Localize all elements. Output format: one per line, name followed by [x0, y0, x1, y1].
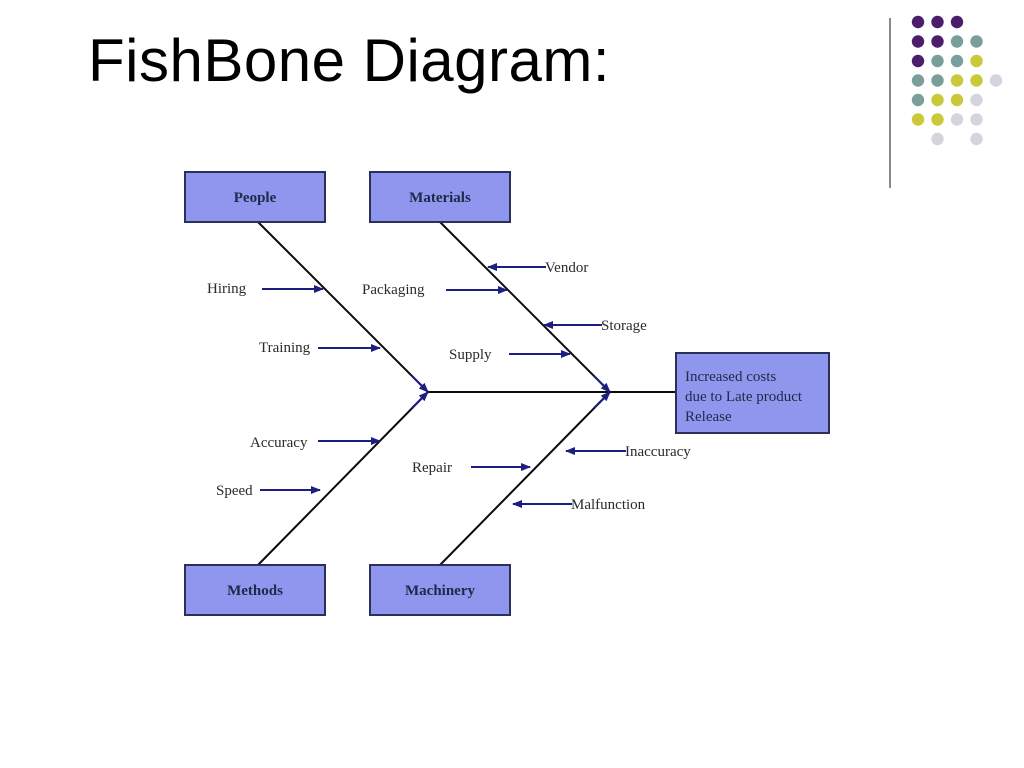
cause-label-speed: Speed: [216, 483, 253, 499]
decorative-dot: [970, 74, 983, 87]
decorative-dot: [970, 132, 983, 146]
category-label-people: People: [234, 190, 277, 206]
decorative-dot: [911, 54, 925, 68]
decorative-dot: [950, 15, 964, 29]
cause-label-inaccuracy: Inaccuracy: [625, 444, 691, 460]
decorative-dot: [911, 35, 925, 48]
decorative-dot: [911, 74, 925, 87]
cause-vendor: Vendor: [487, 260, 588, 276]
category-box-materials: Materials: [369, 171, 511, 223]
bone-methods: [257, 391, 429, 566]
title-divider: [889, 18, 891, 188]
cause-label-packaging: Packaging: [362, 282, 425, 298]
cause-label-hiring: Hiring: [207, 281, 247, 297]
slide-title: FishBone Diagram:: [88, 27, 611, 94]
cause-training: Training: [259, 340, 381, 356]
bone-people-arrow: [411, 375, 429, 393]
cause-storage: Storage: [543, 318, 647, 334]
decorative-dot: [931, 113, 944, 126]
category-box-methods: Methods: [184, 564, 326, 616]
cause-inaccuracy: Inaccuracy: [565, 444, 691, 460]
bone-materials-arrow: [593, 375, 611, 393]
cause-label-vendor: Vendor: [545, 260, 588, 276]
cause-label-malfunction: Malfunction: [571, 497, 646, 513]
effect-label-line-2: due to Late product: [685, 389, 803, 405]
cause-supply: Supply: [449, 347, 571, 363]
decorative-dot: [950, 93, 964, 107]
category-label-machinery: Machinery: [405, 583, 475, 599]
decorative-dot: [911, 93, 925, 107]
cause-hiring: Hiring: [207, 281, 324, 297]
cause-accuracy: Accuracy: [250, 435, 381, 451]
cause-label-storage: Storage: [601, 318, 647, 334]
cause-label-repair: Repair: [412, 460, 452, 476]
decorative-dot: [931, 132, 944, 146]
cause-speed: Speed: [216, 483, 321, 499]
cause-label-supply: Supply: [449, 347, 492, 363]
decorative-dot: [931, 74, 944, 87]
decorative-dot: [931, 93, 944, 107]
cause-malfunction: Malfunction: [512, 497, 646, 513]
decorative-dot: [931, 35, 944, 48]
decorative-dot: [970, 35, 983, 48]
decorative-dot: [970, 93, 983, 107]
decorative-dot: [950, 54, 964, 68]
bone-methods-arrow: [411, 391, 429, 409]
effect-label-line-1: Increased costs: [685, 369, 776, 385]
category-box-machinery: Machinery: [369, 564, 511, 616]
decorative-dot-grid: [911, 15, 1003, 146]
cause-label-accuracy: Accuracy: [250, 435, 308, 451]
cause-repair: Repair: [412, 460, 531, 476]
decorative-dot: [911, 113, 925, 126]
bone-materials: [439, 221, 611, 393]
category-box-people: People: [184, 171, 326, 223]
bone-machinery: [439, 391, 611, 566]
decorative-dot: [989, 74, 1003, 87]
decorative-dot: [950, 74, 964, 87]
cause-packaging: Packaging: [362, 282, 508, 298]
effect-label-line-3: Release: [685, 409, 732, 425]
decorative-dot: [950, 113, 964, 126]
decorative-dot: [931, 15, 944, 29]
decorative-dot: [970, 113, 983, 126]
cause-label-training: Training: [259, 340, 311, 356]
decorative-dot: [931, 54, 944, 68]
category-label-methods: Methods: [227, 583, 283, 599]
decorative-dot: [970, 54, 983, 68]
effect-box: Increased costs due to Late product Rele…: [675, 352, 830, 434]
decorative-dot: [950, 35, 964, 48]
decorative-dot: [911, 15, 925, 29]
bone-machinery-arrow: [593, 391, 611, 409]
category-label-materials: Materials: [409, 190, 471, 206]
bone-people: [257, 221, 429, 393]
